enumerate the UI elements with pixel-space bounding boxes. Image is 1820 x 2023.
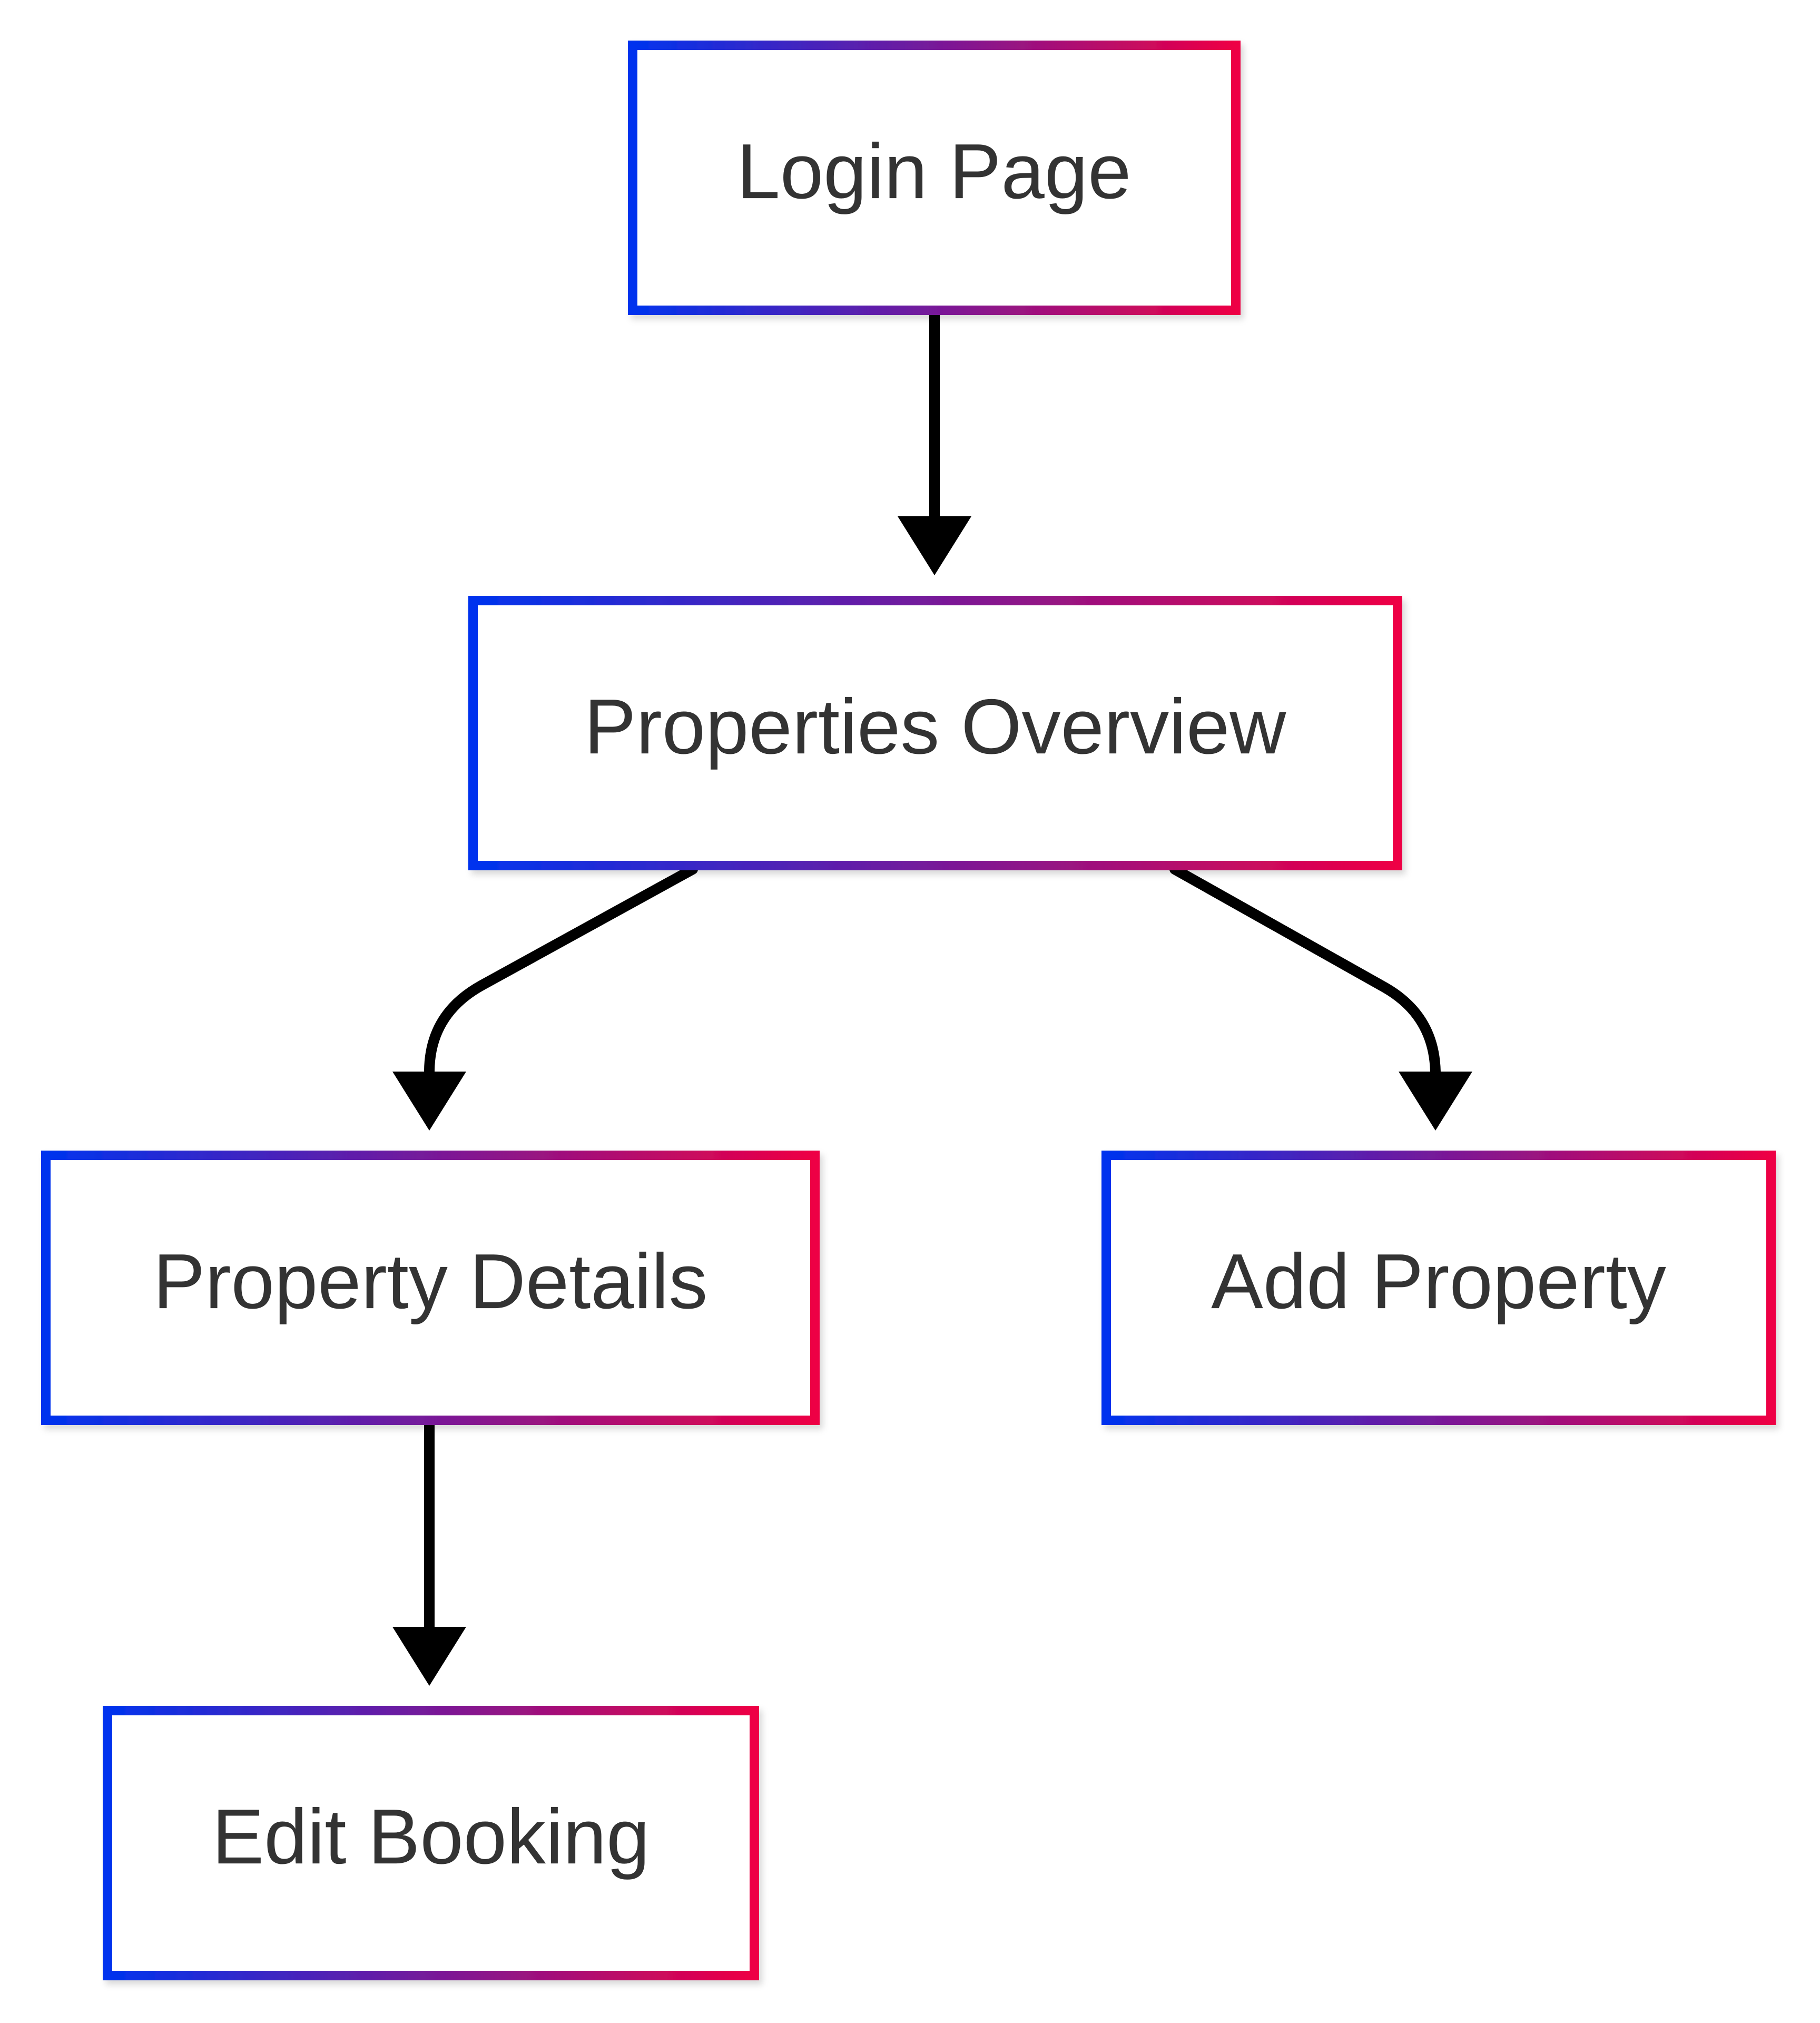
node-properties-overview[interactable]: Properties Overview — [468, 596, 1402, 870]
edge-overview-to-add — [1169, 864, 1441, 1080]
node-property-details[interactable]: Property Details — [41, 1151, 820, 1425]
arrowhead-add — [1399, 1072, 1472, 1131]
node-label-properties-overview: Properties Overview — [584, 683, 1287, 770]
node-login[interactable]: Login Page — [628, 41, 1241, 315]
node-label-property-details: Property Details — [153, 1238, 708, 1325]
arrowheads — [392, 516, 1472, 1686]
node-add-property[interactable]: Add Property — [1101, 1151, 1776, 1425]
node-label-add-property: Add Property — [1211, 1238, 1666, 1325]
edge-overview-to-details — [424, 864, 698, 1080]
arrowhead-overview — [898, 516, 971, 575]
arrowhead-details — [392, 1072, 466, 1131]
node-label-edit-booking: Edit Booking — [212, 1793, 650, 1880]
edges — [424, 309, 1441, 1636]
arrowhead-edit — [392, 1627, 466, 1686]
node-label-login: Login Page — [737, 128, 1132, 215]
node-edit-booking[interactable]: Edit Booking — [103, 1706, 759, 1980]
